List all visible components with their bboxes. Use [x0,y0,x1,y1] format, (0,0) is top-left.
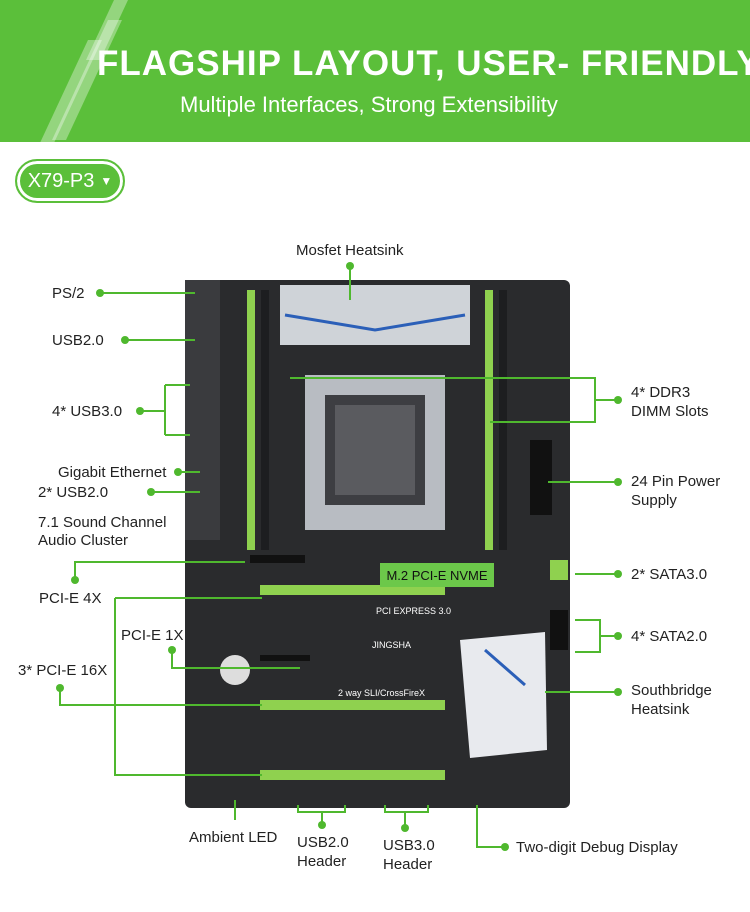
label-southbridge-2: Heatsink [631,701,690,718]
label-sata3: 2* SATA3.0 [631,566,708,583]
label-pcie-16x: 3* PCI-E 16X [18,662,108,679]
label-sound-2: Audio Cluster [38,532,129,549]
label-sound-1: 7.1 Sound Channel [38,514,167,531]
label-usb20-header-1: USB2.0 [297,834,349,851]
label-usb20-header-2: Header [297,853,347,870]
label-power-1: 24 Pin Power [631,473,721,490]
banner-subtitle: Multiple Interfaces, Strong Extensibilit… [180,92,558,117]
motherboard-drawing [180,280,568,780]
silkscreen-brand: JINGSHA [372,640,412,650]
label-pcie-1x: PCI-E 1X [121,627,184,644]
label-sata2: 4* SATA2.0 [631,628,708,645]
motherboard-image [180,280,570,808]
label-debug-display: Two-digit Debug Display [516,839,678,856]
label-pcie-4x: PCI-E 4X [39,590,102,607]
label-ddr3-1: 4* DDR3 [631,384,691,401]
silkscreen-sli: 2 way SLI/CrossFireX [338,688,426,698]
label-usb30-header-1: USB3.0 [383,837,435,854]
m2-label: M.2 PCI-E NVME [380,563,494,587]
label-usb30-header-2: Header [383,856,433,873]
label-ambient-led: Ambient LED [189,829,278,846]
label-ddr3-2: DIMM Slots [631,403,709,420]
caret-down-icon: ▼ [100,174,113,188]
model-selector[interactable]: X79-P3 ▼ [15,159,125,203]
label-usb20-x2: 2* USB2.0 [38,484,109,501]
label-mosfet-heatsink: Mosfet Heatsink [296,242,404,259]
label-ps2: PS/2 [52,285,85,302]
model-name: X79-P3 [27,169,95,192]
header-banner: FLAGSHIP LAYOUT, USER- FRIENDLY Multiple… [0,0,750,142]
label-gigabit-ethernet: Gigabit Ethernet [58,464,167,481]
banner-title: FLAGSHIP LAYOUT, USER- FRIENDLY [97,44,750,83]
label-usb20: USB2.0 [52,332,104,349]
silkscreen-pci-express: PCI EXPRESS 3.0 [376,606,452,616]
label-usb30: 4* USB3.0 [52,403,123,420]
label-southbridge-1: Southbridge [631,682,712,699]
label-power-2: Supply [631,492,677,509]
